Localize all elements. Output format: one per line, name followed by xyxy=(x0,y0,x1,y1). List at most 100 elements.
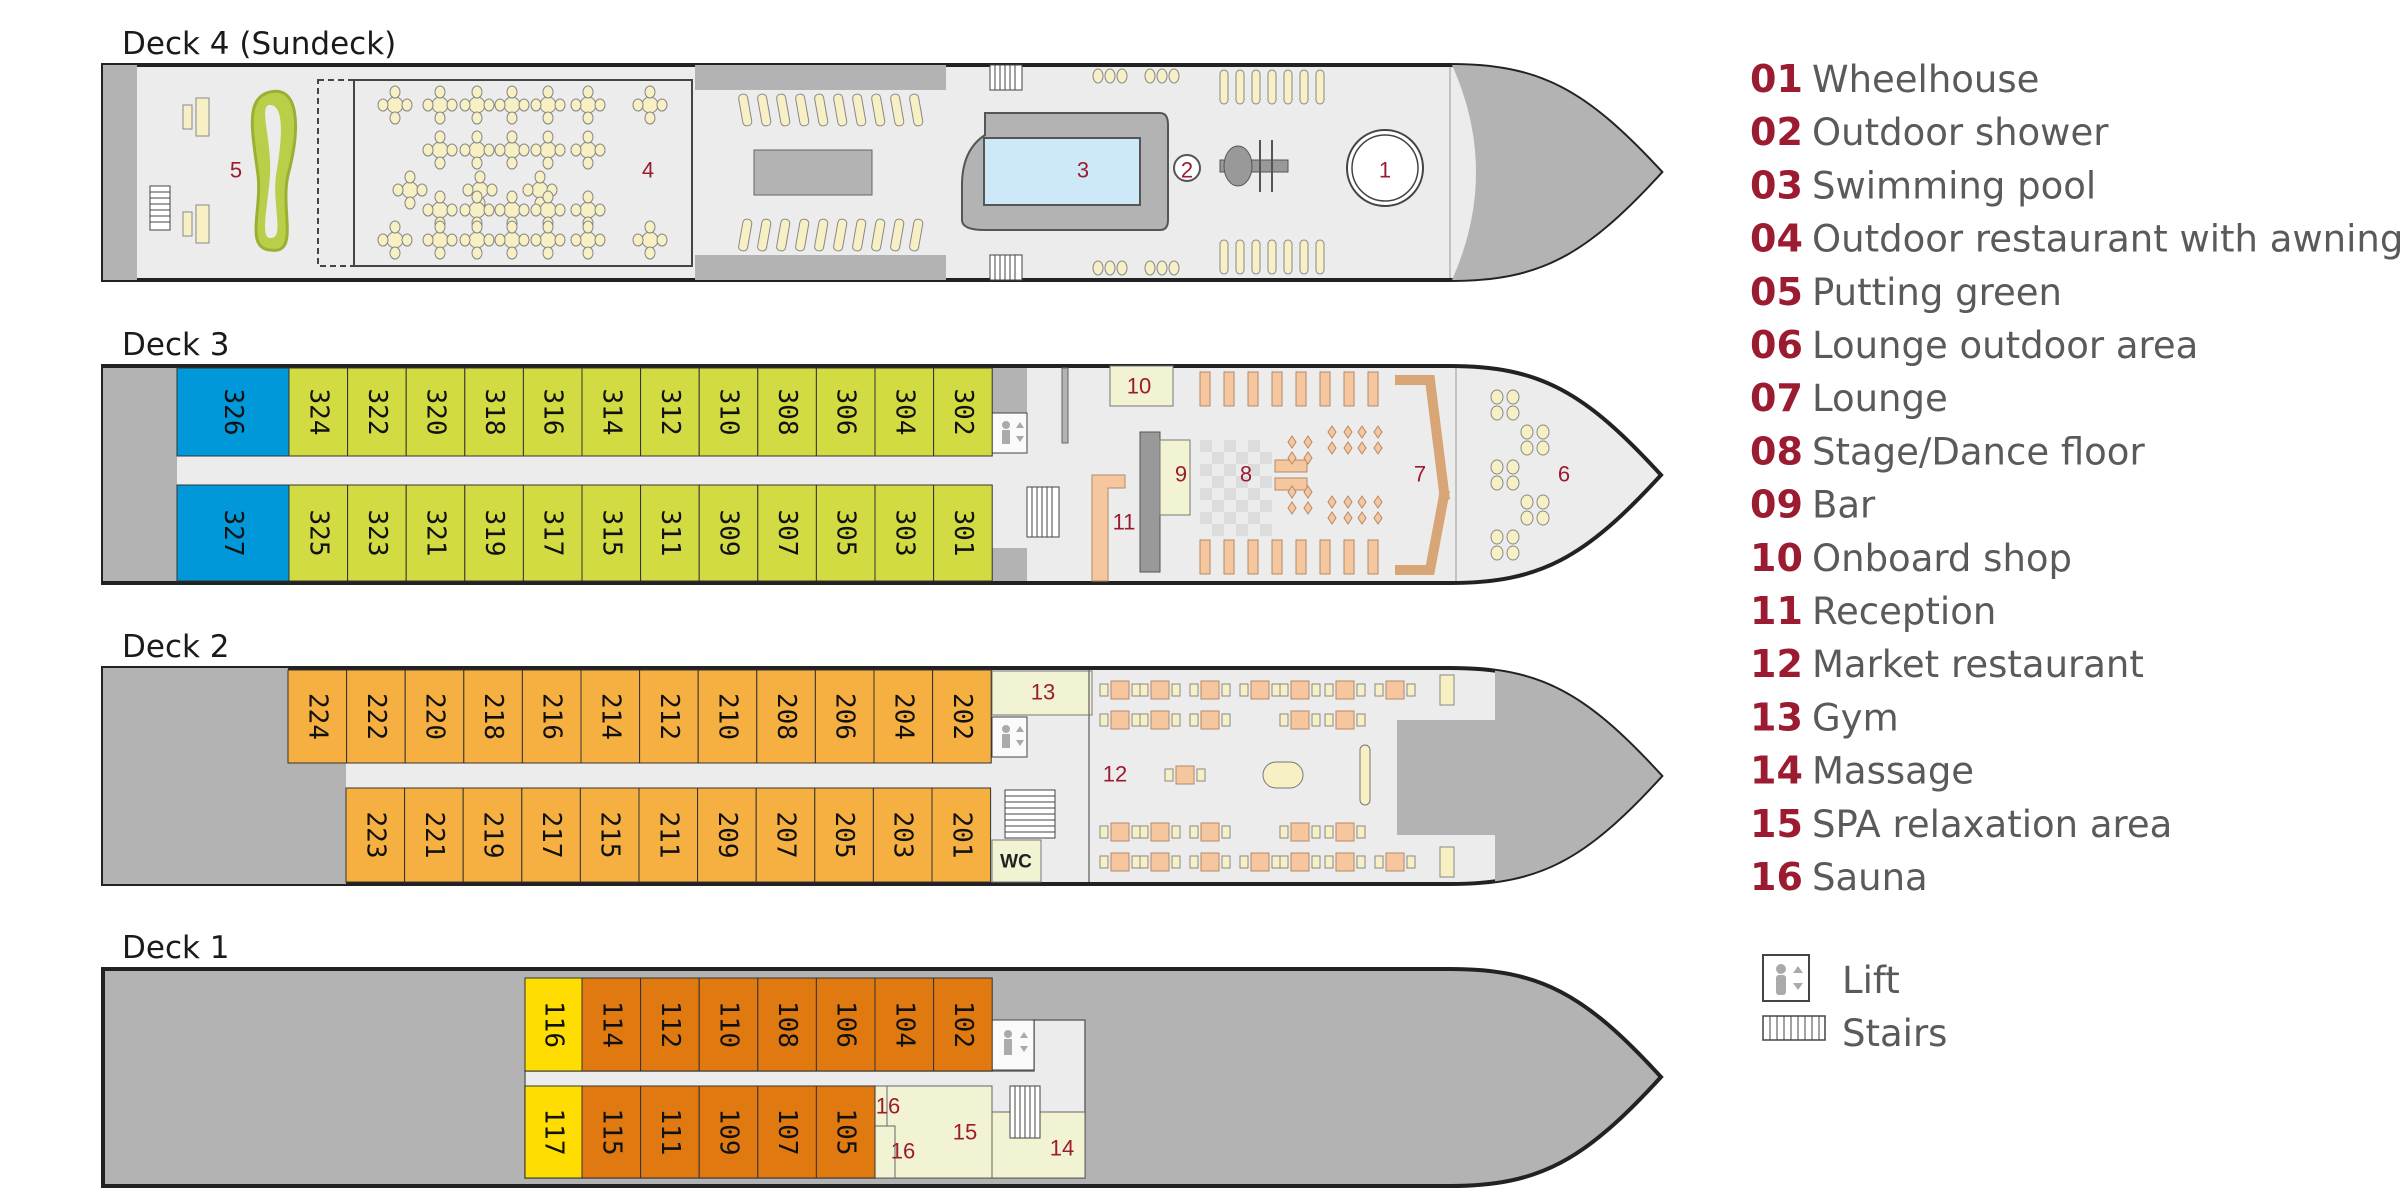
cabin-306[interactable]: 306 xyxy=(815,367,876,457)
sofa xyxy=(1223,539,1235,575)
cabin-307[interactable]: 307 xyxy=(757,484,817,582)
cabin-304[interactable]: 304 xyxy=(874,367,935,457)
stairs-icon xyxy=(149,185,171,231)
cabin-211[interactable]: 211 xyxy=(638,787,699,883)
cabin-316[interactable]: 316 xyxy=(522,367,583,457)
table-with-chairs xyxy=(392,170,428,210)
cabin-209[interactable]: 209 xyxy=(697,787,757,883)
area-label-11: 11 xyxy=(1113,510,1136,535)
cabin-321[interactable]: 321 xyxy=(405,484,466,582)
cabin-202[interactable]: 202 xyxy=(932,669,992,764)
legend-number: 13 xyxy=(1750,695,1803,739)
cabin-221[interactable]: 221 xyxy=(404,787,464,883)
mast-icon xyxy=(1219,140,1289,192)
sofa xyxy=(1295,371,1307,407)
cabin-322[interactable]: 322 xyxy=(347,367,407,457)
cabin-111[interactable]: 111 xyxy=(640,1085,700,1179)
cabin-212[interactable]: 212 xyxy=(639,669,699,764)
cabin-number: 204 xyxy=(888,693,918,740)
cabin-317[interactable]: 317 xyxy=(522,484,583,582)
bar xyxy=(1159,439,1191,516)
cabin-210[interactable]: 210 xyxy=(697,669,758,764)
cabin-310[interactable]: 310 xyxy=(698,367,759,457)
cabin-303[interactable]: 303 xyxy=(874,484,935,582)
cabin-224[interactable]: 224 xyxy=(287,669,348,764)
cabin-308[interactable]: 308 xyxy=(757,367,817,457)
cabin-206[interactable]: 206 xyxy=(814,669,875,764)
cabin-216[interactable]: 216 xyxy=(521,669,582,764)
dining-table xyxy=(1324,822,1366,842)
cabin-207[interactable]: 207 xyxy=(755,787,816,883)
cabin-319[interactable]: 319 xyxy=(464,484,524,582)
legend-label: Swimming pool xyxy=(1812,164,2096,207)
sun-lounger xyxy=(776,93,791,127)
legend-label: Putting green xyxy=(1812,271,2062,314)
cabin-205[interactable]: 205 xyxy=(814,787,874,883)
cabin-305[interactable]: 305 xyxy=(815,484,876,582)
cabin-114[interactable]: 114 xyxy=(581,977,642,1072)
chair xyxy=(1506,475,1520,491)
cabin-309[interactable]: 309 xyxy=(698,484,759,582)
cabin-number: 314 xyxy=(596,389,626,436)
table-with-chairs xyxy=(459,220,495,260)
cabin-203[interactable]: 203 xyxy=(872,787,933,883)
cabin-314[interactable]: 314 xyxy=(581,367,642,457)
cabin-215[interactable]: 215 xyxy=(579,787,640,883)
cabin-108[interactable]: 108 xyxy=(757,977,817,1072)
dining-table xyxy=(1139,822,1181,842)
legend-number: 03 xyxy=(1750,163,1803,207)
stairs-icon xyxy=(1009,1085,1041,1139)
cabin-218[interactable]: 218 xyxy=(463,669,523,764)
cabin-327[interactable]: 327 xyxy=(176,484,290,582)
wc xyxy=(991,839,1042,883)
table-with-chairs xyxy=(459,85,495,125)
sun-lounger xyxy=(1235,239,1245,275)
cabin-324[interactable]: 324 xyxy=(288,367,349,457)
cabin-326[interactable]: 326 xyxy=(176,367,290,457)
cabin-325[interactable]: 325 xyxy=(288,484,349,582)
cabin-312[interactable]: 312 xyxy=(640,367,700,457)
cabin-318[interactable]: 318 xyxy=(464,367,524,457)
cabin-number: 210 xyxy=(713,693,743,740)
cabin-102[interactable]: 102 xyxy=(933,977,993,1072)
lift-label: Lift xyxy=(1842,959,1900,1002)
cabin-311[interactable]: 311 xyxy=(640,484,700,582)
cabin-105[interactable]: 105 xyxy=(815,1085,876,1179)
cabin-219[interactable]: 219 xyxy=(462,787,523,883)
cabin-116[interactable]: 116 xyxy=(524,977,583,1072)
cabin-117[interactable]: 117 xyxy=(524,1085,583,1179)
cabin-217[interactable]: 217 xyxy=(521,787,581,883)
cabin-222[interactable]: 222 xyxy=(346,669,406,764)
dining-table xyxy=(1374,680,1416,700)
cabin-115[interactable]: 115 xyxy=(581,1085,642,1179)
cabin-320[interactable]: 320 xyxy=(405,367,466,457)
dining-table xyxy=(1189,852,1231,872)
cabin-number: 114 xyxy=(596,1001,626,1048)
deck-2-title: Deck 2 xyxy=(122,629,230,665)
sun-lounger xyxy=(890,218,905,252)
cabin-109[interactable]: 109 xyxy=(698,1085,759,1179)
cabin-301[interactable]: 301 xyxy=(933,484,993,582)
cabin-323[interactable]: 323 xyxy=(347,484,407,582)
cabin-104[interactable]: 104 xyxy=(874,977,935,1072)
cabin-302[interactable]: 302 xyxy=(933,367,993,457)
chair xyxy=(1156,68,1168,84)
cabin-112[interactable]: 112 xyxy=(640,977,700,1072)
table-with-chairs xyxy=(422,130,458,170)
cabin-number: 107 xyxy=(772,1109,802,1156)
cabin-107[interactable]: 107 xyxy=(757,1085,817,1179)
dining-table xyxy=(1279,822,1321,842)
cabin-220[interactable]: 220 xyxy=(404,669,465,764)
cabin-number: 209 xyxy=(712,812,742,859)
cabin-223[interactable]: 223 xyxy=(345,787,406,883)
cabin-number: 104 xyxy=(889,1001,919,1048)
cabin-214[interactable]: 214 xyxy=(580,669,641,764)
cabin-315[interactable]: 315 xyxy=(581,484,642,582)
cabin-204[interactable]: 204 xyxy=(873,669,934,764)
cabin-106[interactable]: 106 xyxy=(815,977,876,1072)
cabin-110[interactable]: 110 xyxy=(698,977,759,1072)
dining-table xyxy=(1099,710,1141,730)
cabin-201[interactable]: 201 xyxy=(931,787,992,883)
cabin-208[interactable]: 208 xyxy=(756,669,816,764)
